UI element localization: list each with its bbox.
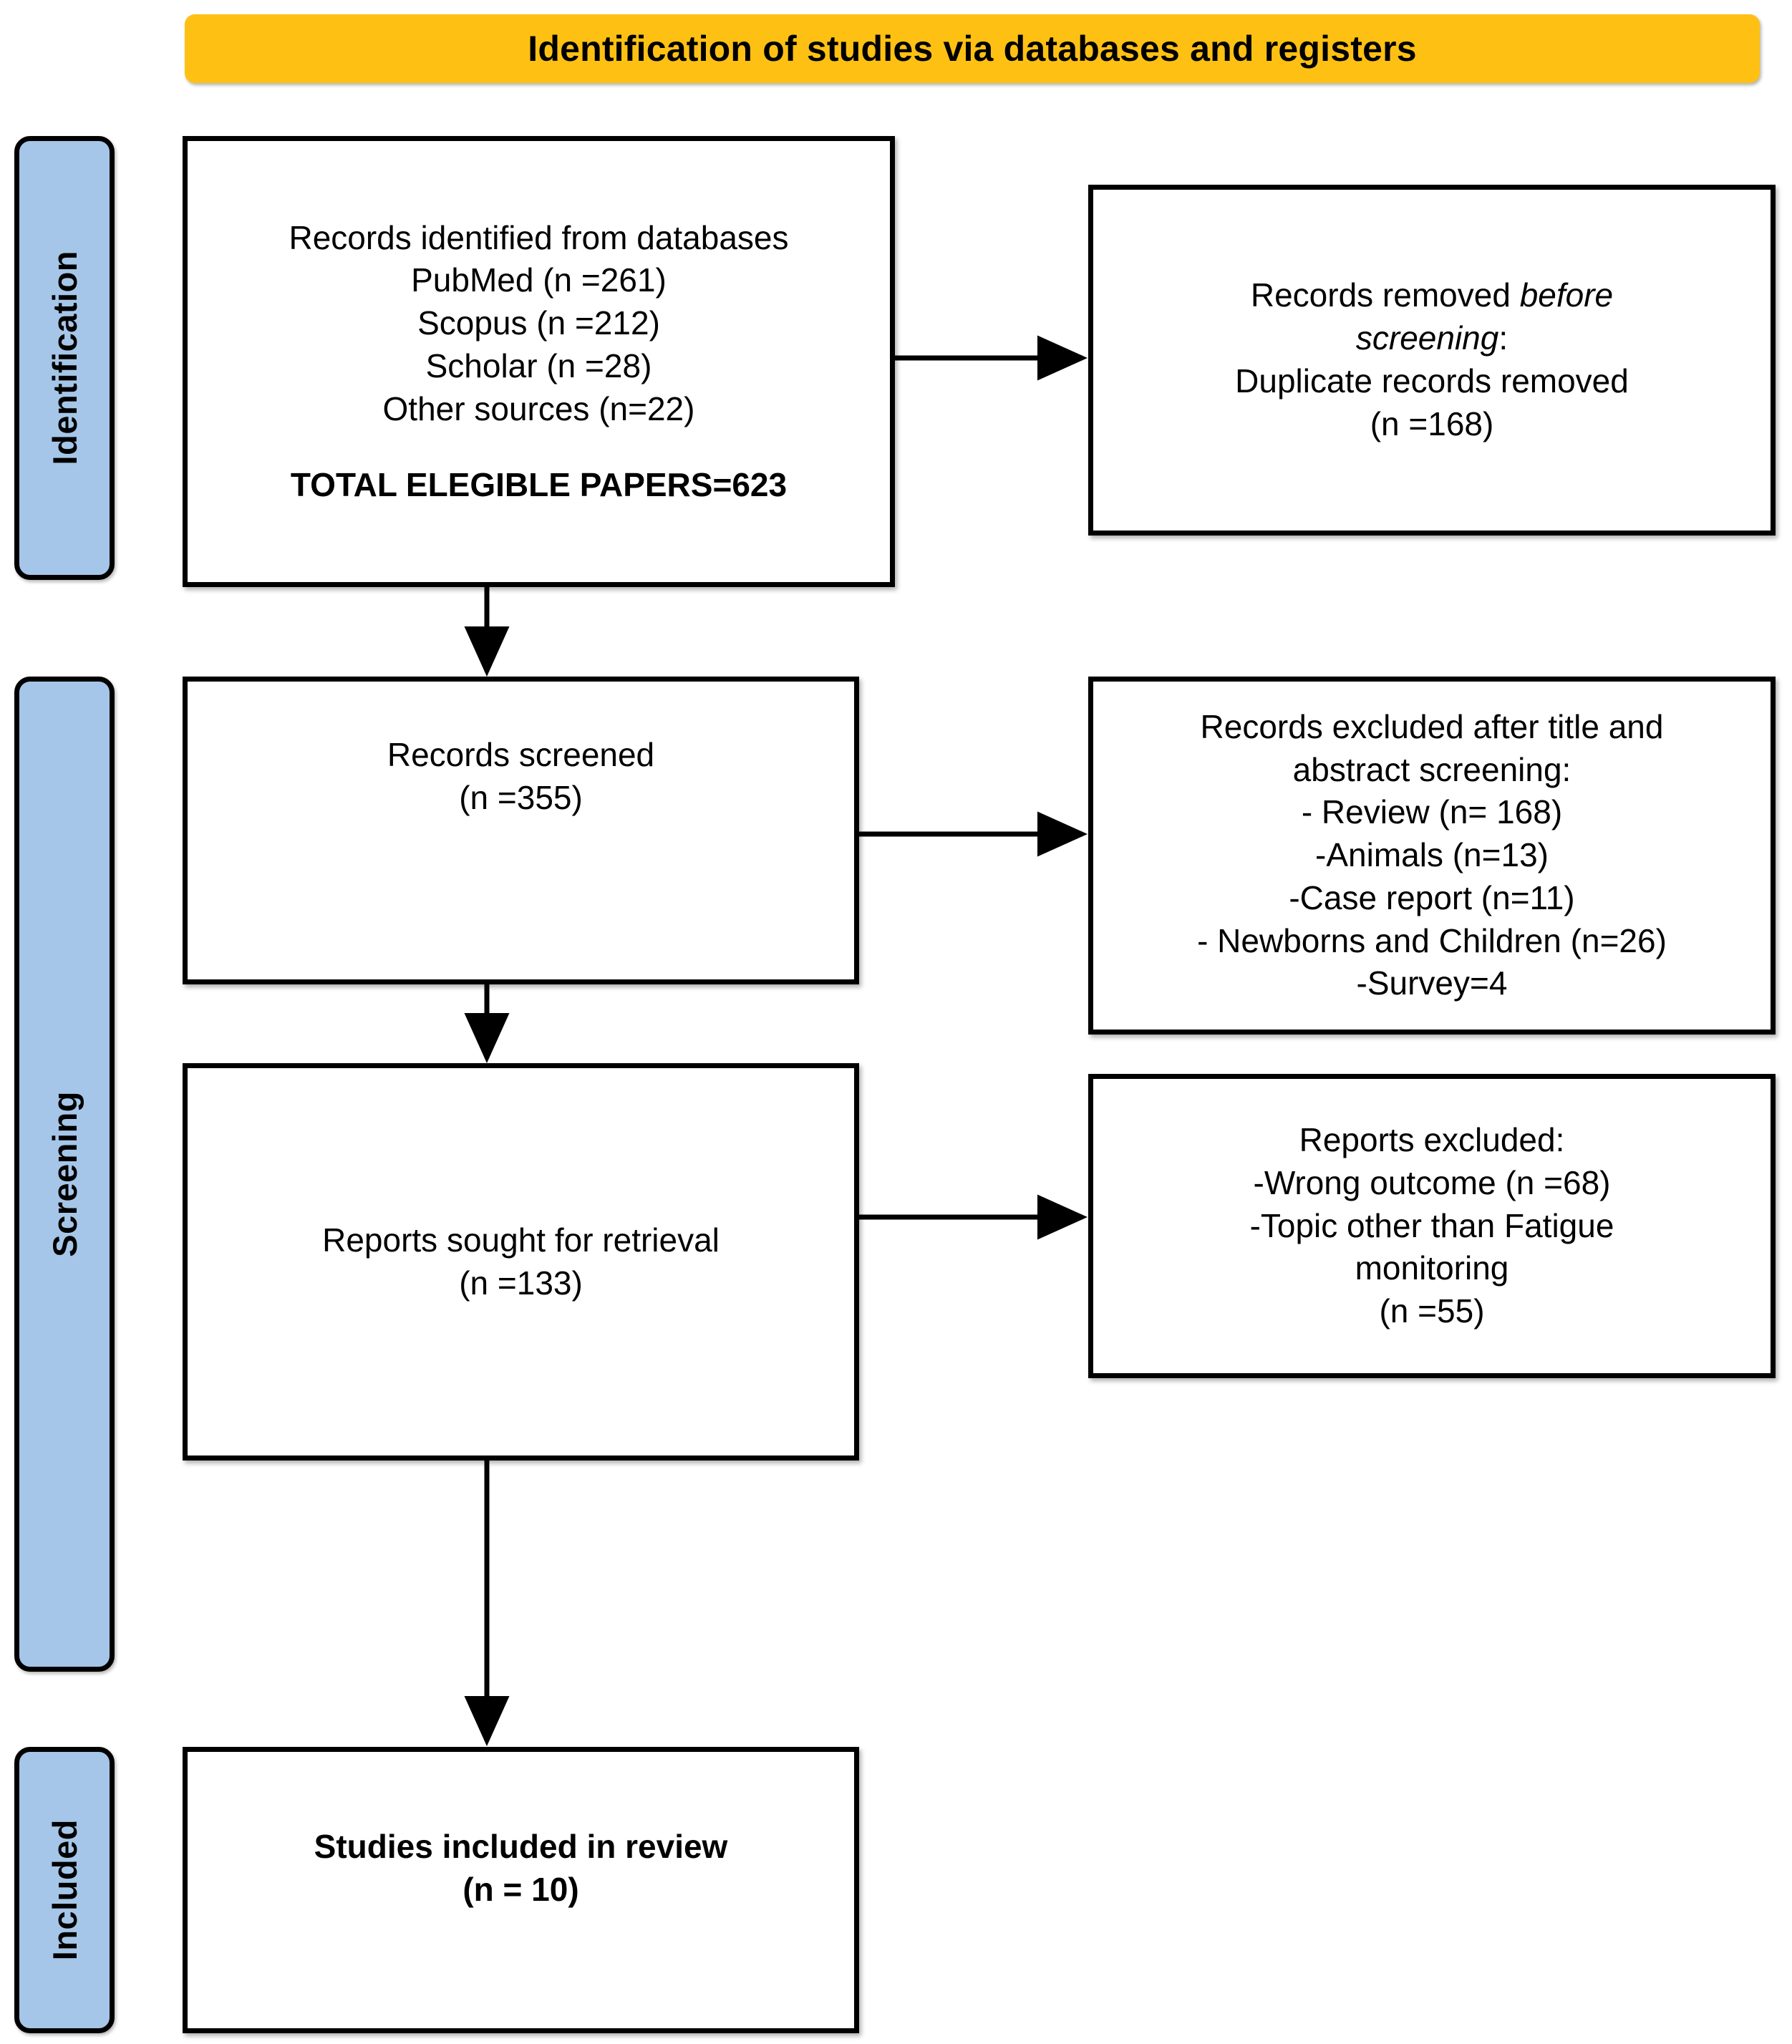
records-removed-screening-italic: screening — [1355, 319, 1499, 357]
box-records-identified: Records identified from databases PubMed… — [183, 136, 895, 587]
studies-included-count: (n = 10) — [462, 1871, 579, 1908]
records-removed-count: (n =168) — [1370, 405, 1494, 442]
records-removed-colon: : — [1498, 319, 1508, 357]
reports-sought-label: Reports sought for retrieval — [322, 1221, 720, 1259]
records-identified-total: TOTAL ELEGIBLE PAPERS=623 — [290, 465, 788, 503]
records-identified-scholar: Scholar (n =28) — [425, 347, 652, 384]
records-excluded-line-1: Records excluded after title and — [1200, 707, 1664, 745]
records-removed-line-2: screening: — [1105, 317, 1759, 360]
records-removed-line-1: Records removed before — [1105, 274, 1759, 317]
records-removed-before-italic: before — [1519, 276, 1614, 314]
reports-excluded-topic-2: monitoring — [1355, 1249, 1509, 1287]
diagram-title-banner: Identification of studies via databases … — [185, 14, 1760, 83]
records-excluded-newborns: - Newborns and Children (n=26) — [1197, 921, 1667, 959]
stage-label-screening: Screening — [14, 677, 115, 1672]
records-identified-spacer — [199, 431, 878, 464]
studies-included-label: Studies included in review — [314, 1828, 728, 1866]
box-records-removed: Records removed before screening: Duplic… — [1088, 185, 1776, 536]
box-reports-excluded: Reports excluded: -Wrong outcome (n =68)… — [1088, 1074, 1776, 1378]
box-reports-sought: Reports sought for retrieval (n =133) — [183, 1063, 859, 1461]
records-excluded-line-2: abstract screening: — [1292, 750, 1571, 788]
stage-label-screening-text: Screening — [45, 1091, 84, 1257]
box-records-excluded: Records excluded after title and abstrac… — [1088, 677, 1776, 1035]
box-records-screened: Records screened (n =355) — [183, 677, 859, 984]
box-studies-included: Studies included in review (n = 10) — [183, 1747, 859, 2033]
records-screened-count: (n =355) — [459, 779, 583, 816]
records-excluded-case-report: -Case report (n=11) — [1289, 878, 1575, 916]
reports-excluded-topic-1: -Topic other than Fatigue — [1249, 1206, 1614, 1244]
records-identified-other: Other sources (n=22) — [382, 389, 695, 427]
records-identified-scopus: Scopus (n =212) — [417, 304, 660, 342]
reports-excluded-label: Reports excluded: — [1299, 1121, 1565, 1158]
records-identified-line-1: Records identified from databases — [289, 218, 789, 256]
records-excluded-survey: -Survey=4 — [1356, 964, 1508, 1002]
stage-label-identification: Identification — [14, 136, 115, 580]
stage-label-included: Included — [14, 1747, 115, 2033]
records-identified-pubmed: PubMed (n =261) — [411, 261, 667, 299]
stage-label-included-text: Included — [45, 1819, 84, 1961]
records-removed-text-a: Records removed — [1250, 276, 1520, 314]
reports-excluded-wrong-outcome: -Wrong outcome (n =68) — [1253, 1163, 1611, 1201]
reports-excluded-count: (n =55) — [1379, 1292, 1485, 1330]
records-excluded-animals: -Animals (n=13) — [1315, 836, 1549, 874]
records-screened-label: Records screened — [387, 736, 655, 774]
reports-sought-count: (n =133) — [459, 1264, 583, 1302]
records-removed-duplicates: Duplicate records removed — [1235, 362, 1629, 399]
diagram-title: Identification of studies via databases … — [528, 29, 1417, 69]
stage-label-identification-text: Identification — [45, 251, 84, 465]
records-excluded-review: - Review (n= 168) — [1301, 793, 1563, 831]
